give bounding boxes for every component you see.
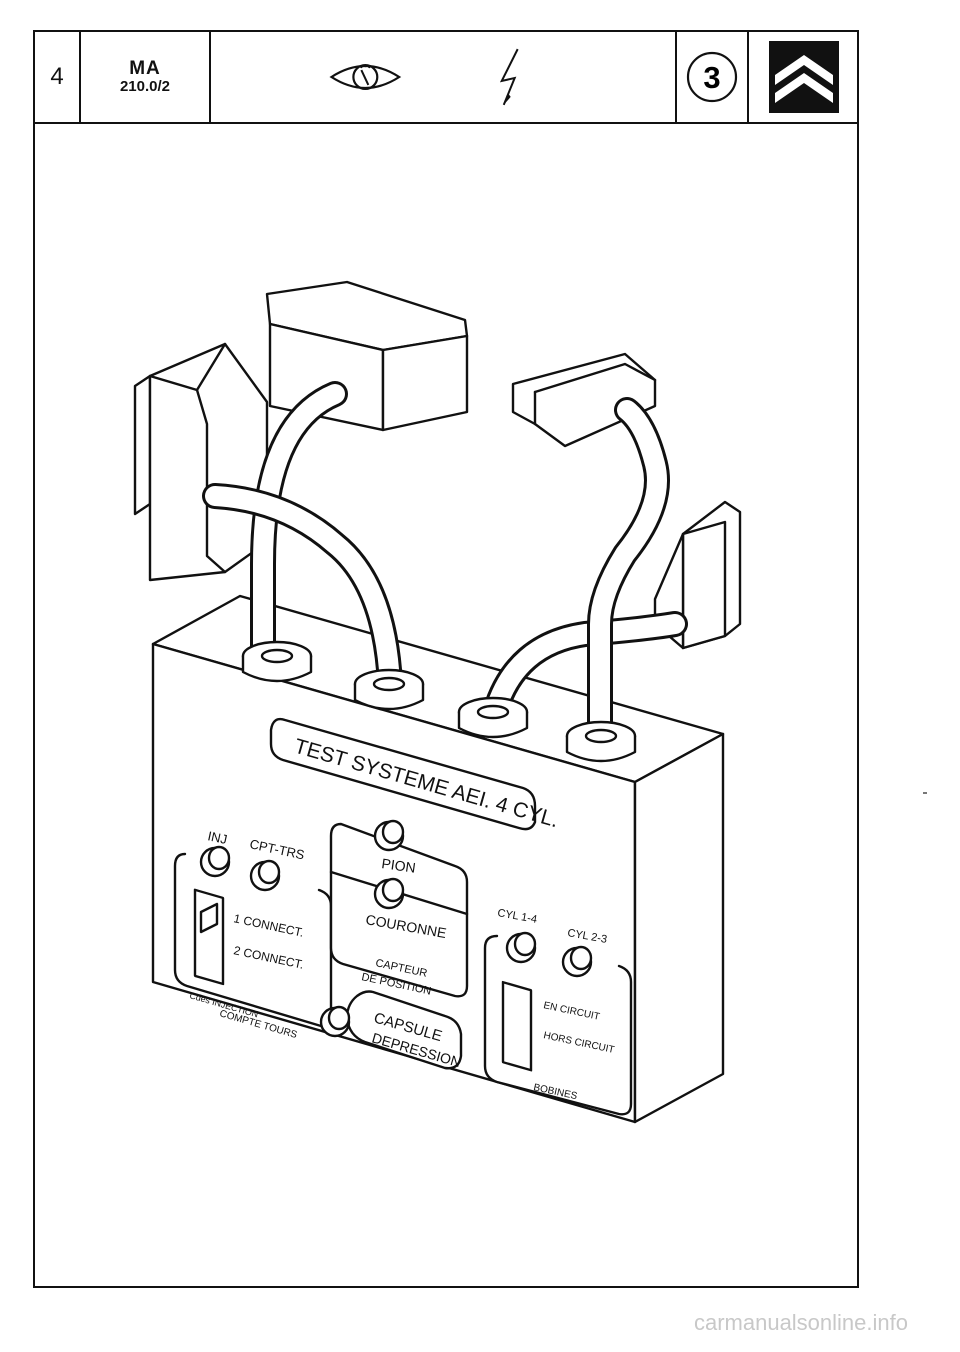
- main-label-plate: [269, 717, 537, 831]
- cpt-trs-knob[interactable]: [249, 859, 281, 892]
- couronne-knob[interactable]: [373, 877, 405, 910]
- cyl14-knob[interactable]: [505, 931, 537, 964]
- pion-knob[interactable]: [373, 819, 405, 852]
- box-side-face: [633, 732, 725, 1124]
- header-bar: 4 MA 210.0/2 3: [35, 32, 857, 124]
- margin-mark: [923, 792, 927, 794]
- left-toggle-switch[interactable]: [193, 888, 225, 986]
- tester-illustration: TEST SYSTEME AEI. 4 CYL. INJ CPT-TRS 1 C…: [133, 280, 742, 1124]
- pion-label: PION: [381, 855, 417, 876]
- circle-number-cell: 3: [677, 32, 749, 122]
- circle-number-badge: 3: [686, 51, 738, 103]
- connector-top-right: [511, 352, 657, 448]
- capsule-knob[interactable]: [319, 1005, 351, 1038]
- right-panel-frame: [483, 934, 633, 1116]
- grommet-2: [353, 668, 425, 711]
- inj-knob[interactable]: [199, 845, 231, 878]
- page-number: 4: [35, 32, 81, 122]
- grommet-1: [241, 640, 313, 683]
- cyl23-knob[interactable]: [561, 945, 593, 978]
- page-frame: 4 MA 210.0/2 3: [33, 30, 859, 1288]
- connector-left: [133, 342, 269, 582]
- logo-cell: [749, 32, 859, 122]
- ref-line-2: 210.0/2: [119, 78, 171, 96]
- inj-label: INJ: [206, 828, 228, 847]
- reference-cell: MA 210.0/2: [81, 32, 211, 122]
- ref-line-1: MA: [129, 58, 161, 80]
- citroen-chevron-icon: [769, 41, 839, 113]
- grommet-3: [457, 696, 529, 739]
- icon-cell: [211, 32, 677, 122]
- right-toggle-switch[interactable]: [501, 980, 533, 1072]
- lightning-icon: [499, 48, 519, 106]
- circle-number: 3: [703, 60, 720, 95]
- header-icons: [329, 48, 519, 106]
- grommet-4: [565, 720, 637, 763]
- eye-manual-icon: [329, 63, 402, 91]
- footer-watermark: carmanualsonline.info: [693, 1310, 908, 1335]
- center-panel-frame: [329, 822, 469, 998]
